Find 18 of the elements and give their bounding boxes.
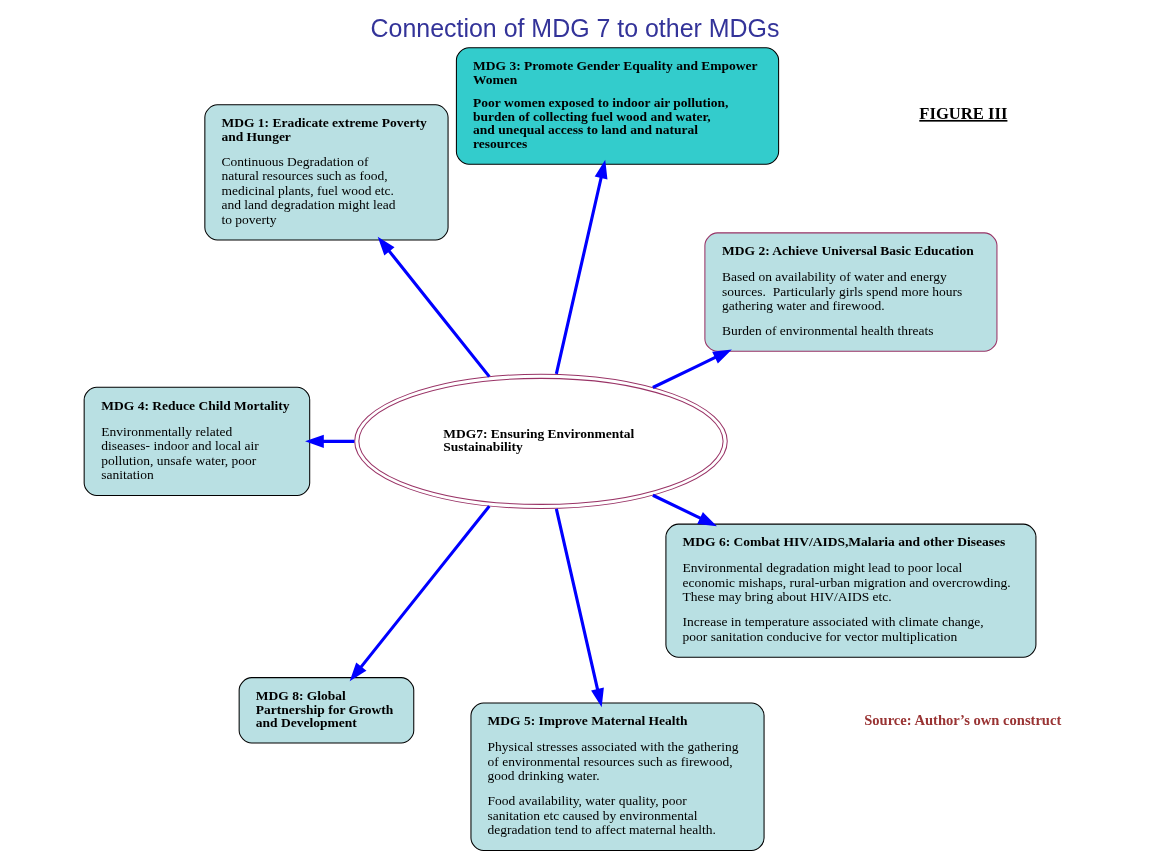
node-box: MDG 5: Improve Maternal Health Physical stresses associated with the gathering of environmental resources such as firewood, good drinking water. Food availability, water quality, poor sanitation etc caused by environmental degradation tend to affect maternal health. — [469, 702, 765, 852]
arrow — [304, 434, 354, 448]
diagram-title: Connection of MDG 7 to other MDGs — [370, 13, 779, 42]
node-box: MDG 2: Achieve Universal Basic Education Based on availability of water and energy sources. Particularly girls spend more hours gathering water and firewood. Burden of environmental health threats — [703, 232, 997, 352]
arrow — [651, 349, 732, 389]
arrow — [651, 493, 717, 527]
node-box: MDG 6: Combat HIV/AIDS,Malaria and other Diseases Environmental degradation might lead to poor local economic mishaps, rural-urban migration and overcrowding. These may bring about HIV/AIDS etc. Increase in temperature associated with climate change, poor sanitation conducive for vector multiplication — [664, 523, 1036, 658]
label: FIGURE III — [918, 103, 1007, 123]
node-box: MDG 3: Promote Gender Equality and Empower Women Poor women exposed to indoor air pollution, burden of collecting fuel wood and water, and unequal access to land and natural resources — [455, 47, 779, 165]
arrow — [349, 505, 491, 682]
arrow — [377, 236, 491, 378]
node-box: MDG 8: Global Partnership for Growth and Development — [238, 677, 414, 744]
node-ellipse: MDG7: Ensuring Environmental Sustainability — [353, 373, 728, 510]
node-box: MDG 1: Eradicate extreme Poverty and Hunger Continuous Degradation of natural resources such as food, medicinal plants, fuel wood etc. and land degradation might lead to poverty — [203, 104, 449, 241]
caption: Source: Author’s own construct — [863, 711, 1061, 728]
arrow — [554, 508, 604, 708]
arrow — [554, 159, 607, 375]
node-box: MDG 4: Reduce Child Mortality Environmentally related diseases- indoor and local air pollution, unsafe water, poor sanitation — [83, 386, 310, 496]
